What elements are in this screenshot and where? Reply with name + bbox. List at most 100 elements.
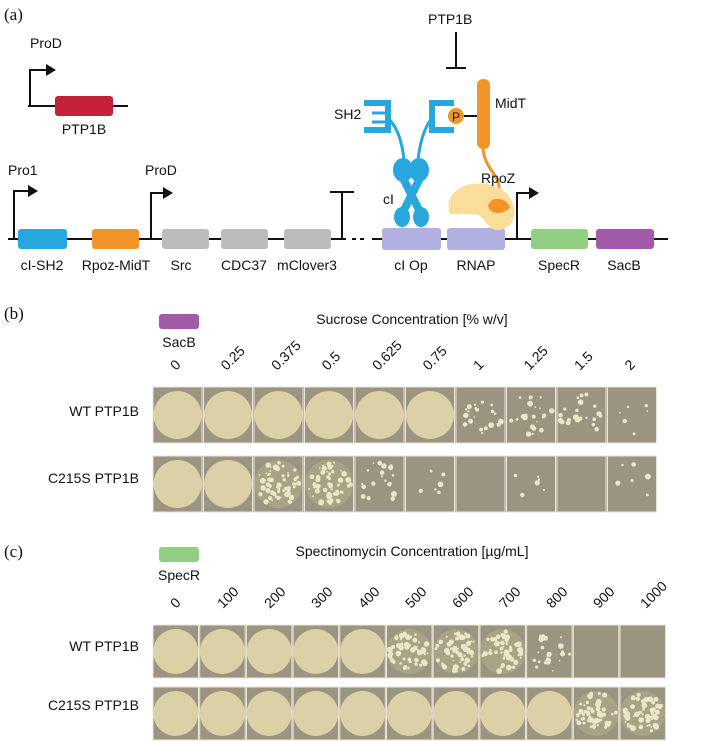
plate-well <box>304 386 354 444</box>
gene-box-ptp1b <box>55 96 113 116</box>
legend-specr-swatch <box>159 547 199 562</box>
element-label-sacb: SacB <box>607 257 640 273</box>
plate-well <box>572 624 620 679</box>
panel-b-title: Sucrose Concentration [% w/v] <box>316 311 507 327</box>
plate-well <box>506 386 556 444</box>
ci-sh2-dimer <box>364 100 454 227</box>
plate-well <box>304 455 354 513</box>
promoter-arrow-icon <box>46 64 56 76</box>
gene-label-mclover3: mClover3 <box>277 257 337 273</box>
plate-well <box>386 686 433 741</box>
plate-well <box>203 386 253 444</box>
column-label: 1000 <box>637 578 670 611</box>
promoter-pro1: Pro1 <box>8 162 38 178</box>
plate-well <box>245 624 293 679</box>
plate-well <box>619 686 666 741</box>
plate-well <box>479 686 526 741</box>
column-label: 700 <box>496 583 524 611</box>
column-label: 0 <box>167 594 184 611</box>
gene-label-rpoz-midt: Rpoz-MidT <box>82 257 151 273</box>
plate-well <box>354 386 405 444</box>
element-box-rnap <box>447 228 505 250</box>
panel-a-label: (a) <box>4 5 23 24</box>
plate-well <box>386 624 433 679</box>
legend-sacb-swatch <box>159 314 199 329</box>
column-label: 100 <box>214 583 242 611</box>
gene-box-ci-sh2 <box>18 229 67 249</box>
plate-well <box>203 455 253 513</box>
midt-bar <box>477 79 490 149</box>
promoter-arrow-icon <box>28 185 38 197</box>
legend-specr-label: SpecR <box>158 567 200 583</box>
column-label: 900 <box>590 583 618 611</box>
column-label: 0.25 <box>217 342 248 373</box>
gene-label-src: Src <box>171 257 192 273</box>
panel-b-row-label-c215s: C215S PTP1B <box>48 470 139 486</box>
plate-well <box>199 686 246 741</box>
panel-c-title: Spectinomycin Concentration [µg/mL] <box>296 543 529 559</box>
plate-well <box>405 386 455 444</box>
panel-c-column-labels: 0 100 200 300 400 500 600 700 800 900 1000 <box>167 578 670 611</box>
column-label: 0 <box>167 356 184 373</box>
column-label: 200 <box>261 583 289 611</box>
panel-b-label: (b) <box>4 304 24 323</box>
column-label: 0.5 <box>318 348 343 373</box>
panel-c-row-label-wt: WT PTP1B <box>69 638 139 654</box>
plate-well <box>339 624 386 679</box>
column-label: 1.5 <box>571 348 596 373</box>
label-rpoz: RpoZ <box>481 170 516 186</box>
gene-box-src <box>162 229 209 249</box>
rpoz-body <box>448 183 515 231</box>
plate-well <box>619 624 666 679</box>
column-label: 300 <box>308 583 336 611</box>
inhibition-icon <box>446 32 466 69</box>
label-p: P <box>452 110 460 124</box>
main-construct: Pro1 ProD cI-SH2 Rpoz-MidT Src CDC37 mCl… <box>8 162 364 273</box>
label-sh2: SH2 <box>334 106 361 122</box>
promoter-arrow-icon <box>529 187 539 199</box>
label-ptp1b-inhibitor: PTP1B <box>428 11 472 27</box>
phospho-icon <box>448 108 464 124</box>
gene-label-cdc37: CDC37 <box>221 257 267 273</box>
column-label: 600 <box>449 583 477 611</box>
element-box-ci-op <box>382 228 441 250</box>
column-label: 0.625 <box>369 337 405 373</box>
plate-well <box>339 686 386 741</box>
element-box-sacb <box>596 229 654 249</box>
plate-well <box>455 455 506 513</box>
plate-well <box>292 624 340 679</box>
panel-c-row-label-c215s: C215S PTP1B <box>48 697 139 713</box>
plate-well <box>245 686 293 741</box>
plate-well <box>526 624 573 679</box>
gene-box-cdc37 <box>221 229 268 249</box>
plate-well <box>556 455 607 513</box>
plate-well <box>405 455 455 513</box>
gene-label-ci-sh2: cI-SH2 <box>21 257 64 273</box>
plate-well <box>572 686 620 741</box>
element-label-rnap: RNAP <box>457 257 496 273</box>
legend-sacb-label: SacB <box>162 334 195 350</box>
plate-well <box>432 686 480 741</box>
plate-well <box>556 386 607 444</box>
column-label: 2 <box>621 356 638 373</box>
gene-label-ptp1b: PTP1B <box>62 121 106 137</box>
plate-well <box>152 455 203 513</box>
column-label: 500 <box>402 583 430 611</box>
plate-well <box>152 624 199 679</box>
plate-well <box>607 386 657 444</box>
plate-well <box>506 455 556 513</box>
column-label: 800 <box>543 583 571 611</box>
plate-well <box>152 686 199 741</box>
plate-well <box>199 624 246 679</box>
panel-c-plates <box>152 624 666 741</box>
column-label: 1 <box>470 356 487 373</box>
plate-well <box>432 624 480 679</box>
column-label: 400 <box>355 583 383 611</box>
plate-well <box>152 386 203 444</box>
plate-well <box>479 624 526 679</box>
plate-well <box>292 686 340 741</box>
panel-b-plates <box>152 386 657 513</box>
plate-well <box>253 386 304 444</box>
plate-well <box>253 455 304 513</box>
